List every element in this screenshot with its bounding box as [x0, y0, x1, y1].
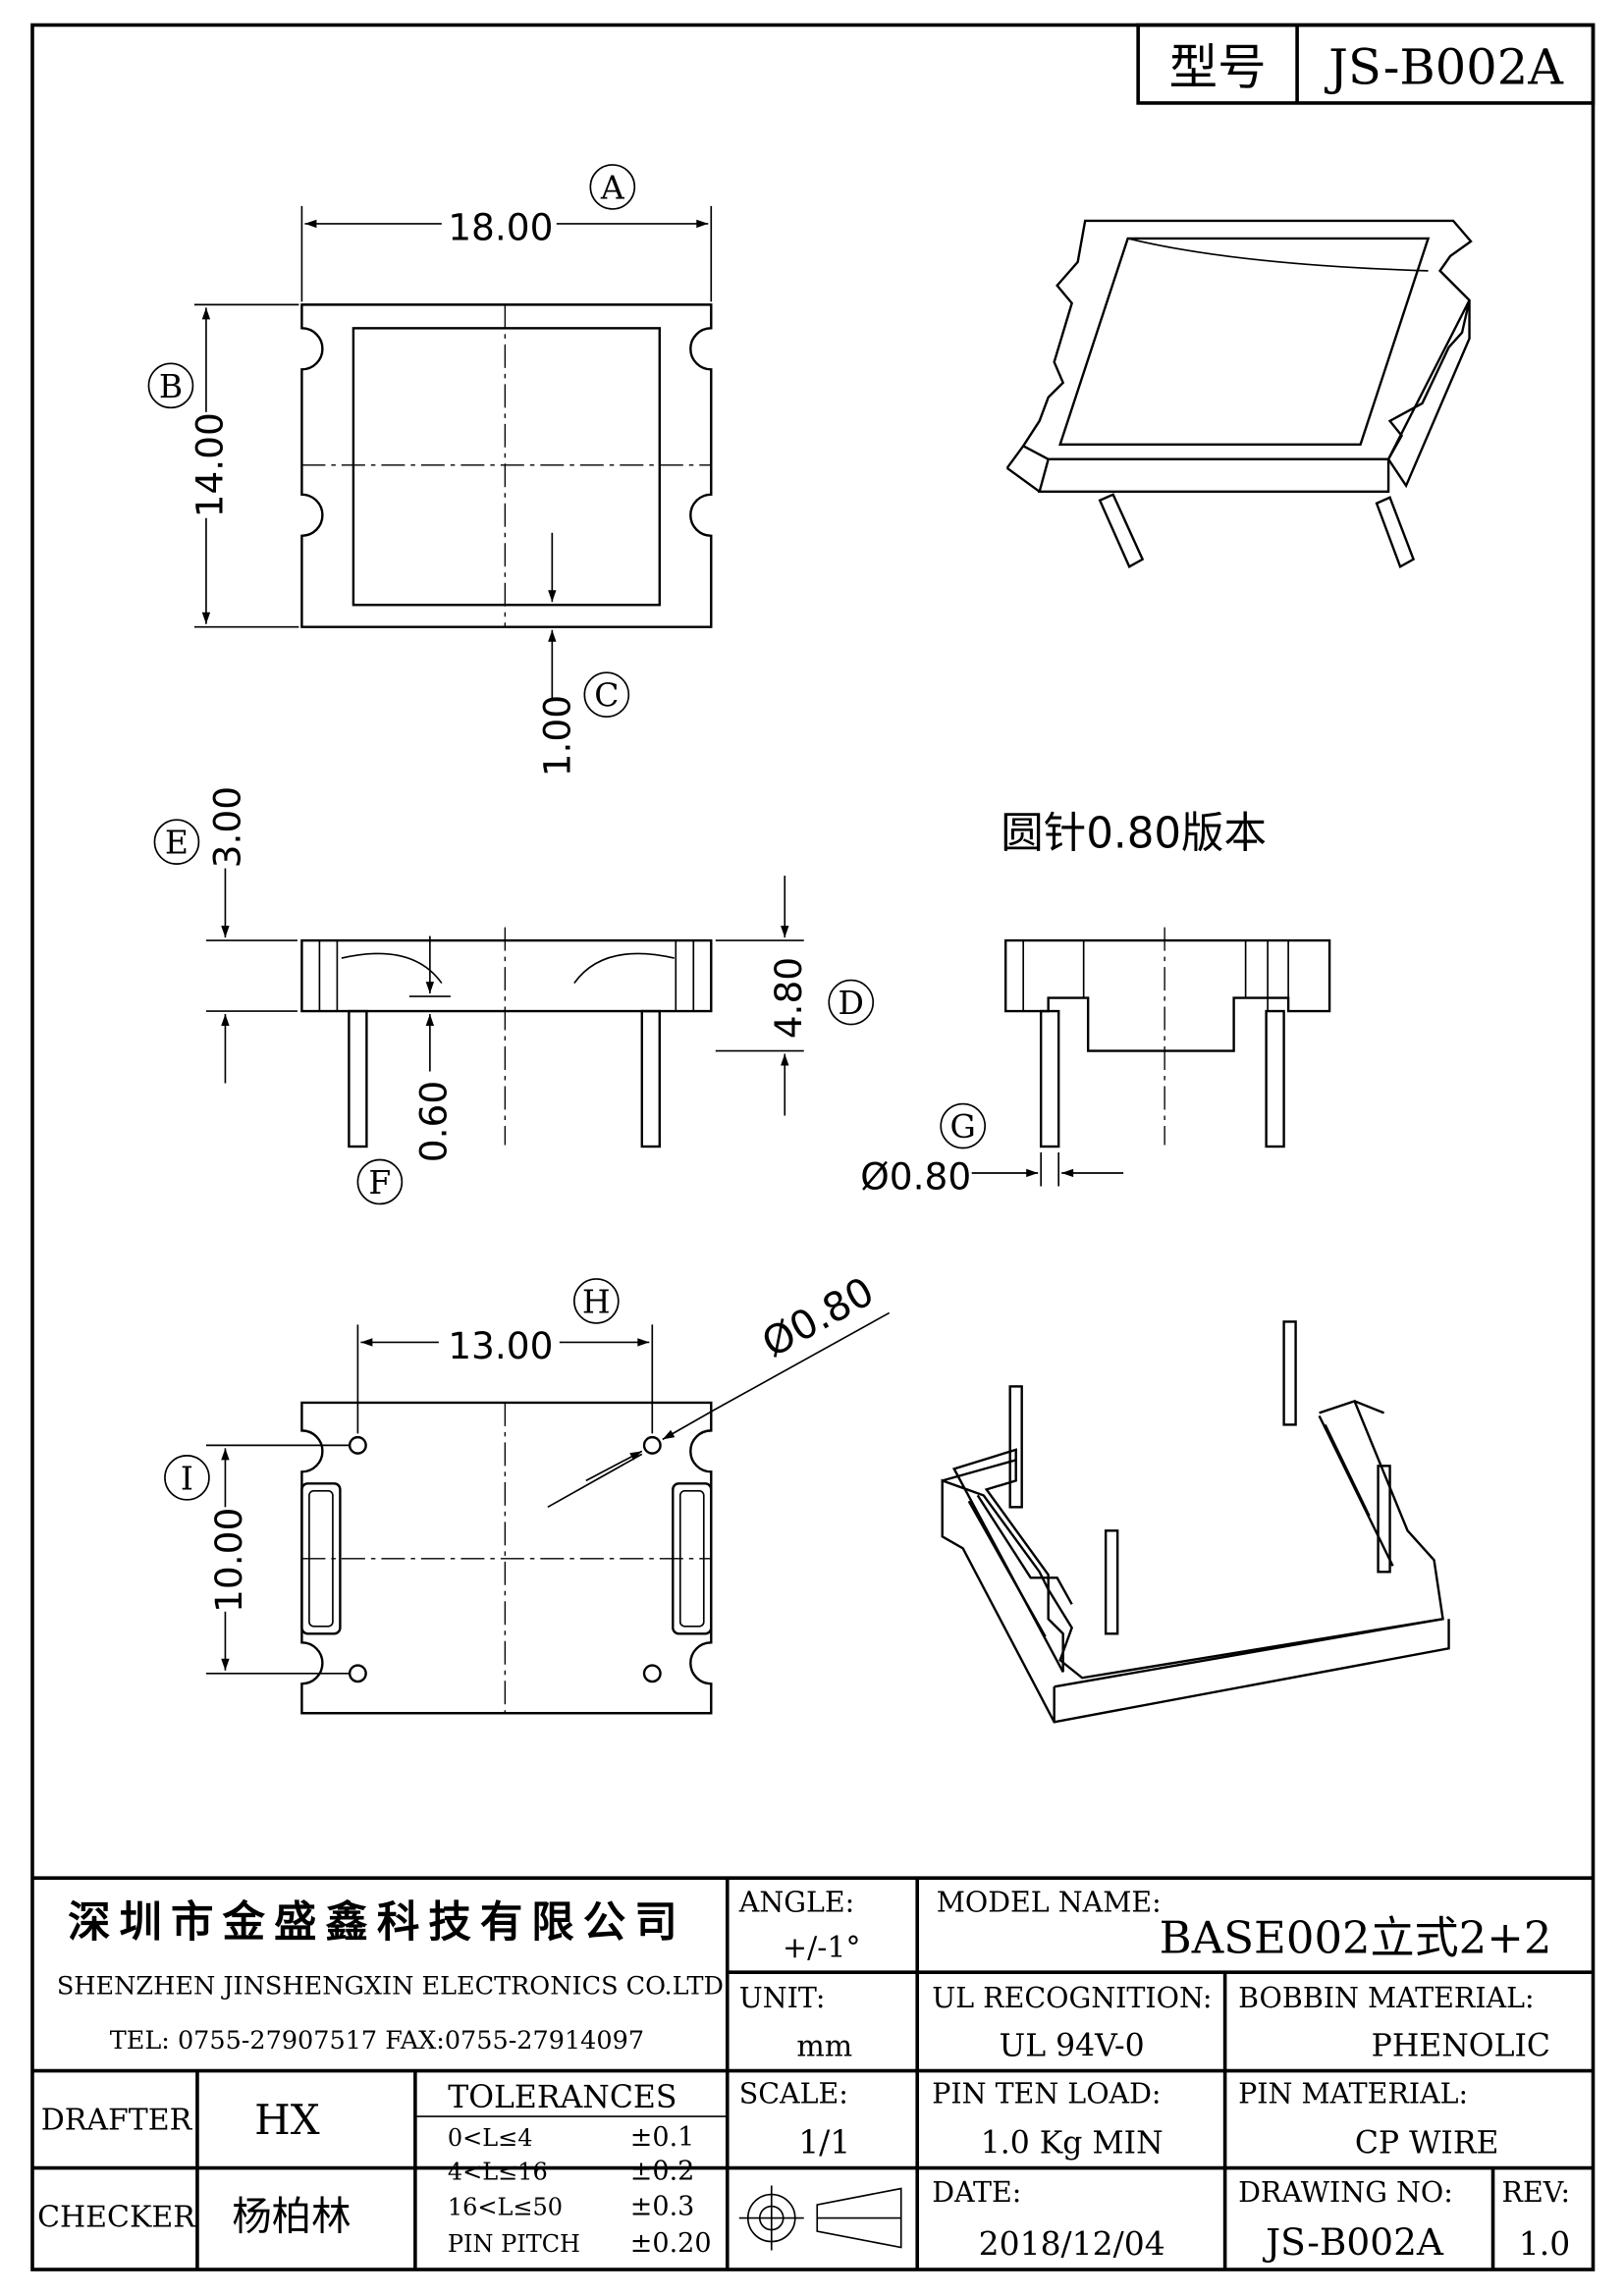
- side-view: Ø0.80 G: [860, 927, 1331, 1198]
- tolerance-range-2: 4<L≤16: [448, 2159, 548, 2186]
- dimension-b-tag: B: [147, 362, 194, 409]
- dimension-h-value: 13.00: [448, 1324, 553, 1367]
- bobbin-material-label: BOBBIN MATERIAL:: [1238, 1982, 1535, 2014]
- bottom-view: 13.00 H 10.00 I Ø0.80: [164, 1267, 891, 1715]
- rev-value: 1.0: [1519, 2224, 1570, 2263]
- unit-value: mm: [796, 2030, 852, 2064]
- tolerance-range-1: 0<L≤4: [448, 2124, 533, 2152]
- drafter-label: DRAFTER: [41, 2104, 193, 2138]
- tolerance-range-4: PIN PITCH: [448, 2230, 580, 2258]
- ul-recognition-label: UL RECOGNITION:: [932, 1982, 1212, 2014]
- dimension-c-value: 1.00: [535, 695, 578, 776]
- tolerance-value-2: ±0.2: [630, 2157, 695, 2187]
- date-value: 2018/12/04: [979, 2224, 1165, 2263]
- header-model-label: 型号: [1169, 38, 1267, 95]
- drawing-no-label: DRAWING NO:: [1238, 2176, 1453, 2209]
- dimension-e-value: 3.00: [205, 786, 248, 868]
- svg-text:G: G: [950, 1107, 976, 1146]
- title-block: 深圳市金盛鑫科技有限公司 SHENZHEN JINSHENGXIN ELECTR…: [31, 1876, 1594, 2270]
- unit-label: UNIT:: [739, 1982, 826, 2014]
- tolerance-value-4: ±0.20: [630, 2228, 712, 2259]
- projection-symbol-icon: [738, 2185, 902, 2251]
- tolerance-value-1: ±0.1: [630, 2122, 695, 2153]
- svg-text:C: C: [594, 676, 619, 715]
- dimension-f-tag: F: [356, 1158, 404, 1205]
- dimension-f-value: 0.60: [411, 1081, 455, 1162]
- dimension-a-tag: A: [589, 164, 636, 210]
- svg-text:I: I: [181, 1459, 193, 1497]
- checker-label: CHECKER: [37, 2201, 196, 2235]
- svg-text:A: A: [600, 168, 625, 206]
- drafter-value: HX: [254, 2096, 320, 2144]
- dimension-b-value: 14.00: [188, 412, 231, 517]
- dimension-c-tag: C: [583, 671, 630, 719]
- header-model-box: 型号 JS-B002A: [1136, 23, 1596, 105]
- dimension-d-tag: D: [828, 979, 875, 1026]
- dimension-a-value: 18.00: [448, 205, 553, 248]
- pin-material-value: CP WIRE: [1355, 2126, 1499, 2162]
- svg-text:E: E: [165, 824, 189, 862]
- angle-value: +/-1°: [783, 1931, 860, 1965]
- date-label: DATE:: [932, 2176, 1021, 2209]
- svg-text:B: B: [159, 367, 183, 405]
- checker-value: 杨柏林: [232, 2193, 351, 2240]
- svg-text:D: D: [839, 984, 864, 1022]
- header-model-value: JS-B002A: [1324, 38, 1564, 95]
- company-name-en: SHENZHEN JINSHENGXIN ELECTRONICS CO.LTD: [57, 1972, 724, 2002]
- scale-value: 1/1: [798, 2123, 850, 2162]
- company-name-cn: 深圳市金盛鑫科技有限公司: [68, 1898, 686, 1948]
- svg-text:F: F: [368, 1163, 391, 1201]
- dimension-g-tag: G: [940, 1102, 987, 1149]
- angle-label: ANGLE:: [738, 1887, 855, 1919]
- sheet-frame: [30, 23, 1596, 2271]
- scale-label: SCALE:: [739, 2078, 848, 2110]
- dimension-h-tag: H: [572, 1278, 620, 1324]
- front-view: 3.00 E 4.80 D 0.60 F: [153, 786, 875, 1205]
- pin-ten-load-label: PIN TEN LOAD:: [932, 2078, 1161, 2110]
- pin-material-label: PIN MATERIAL:: [1238, 2078, 1468, 2110]
- tolerance-value-3: ±0.3: [630, 2192, 695, 2222]
- dimension-i-value: 10.00: [207, 1508, 250, 1613]
- dimension-d-value: 4.80: [767, 957, 810, 1039]
- version-note: 圆针0.80版本: [1001, 810, 1267, 859]
- model-name-value: BASE002立式2+2: [1160, 1912, 1552, 1964]
- tolerances-title: TOLERANCES: [448, 2080, 677, 2115]
- tolerance-range-3: 16<L≤50: [448, 2194, 563, 2221]
- pin-ten-load-value: 1.0 Kg MIN: [981, 2126, 1164, 2162]
- company-contact: TEL: 0755-27907517 FAX:0755-27914097: [110, 2026, 644, 2056]
- rev-label: REV:: [1502, 2176, 1571, 2209]
- dimension-i-tag: I: [164, 1455, 210, 1501]
- svg-text:H: H: [582, 1282, 611, 1320]
- model-name-label: MODEL NAME:: [937, 1887, 1162, 1919]
- iso-bottom-view: [941, 1320, 1450, 1724]
- ul-recognition-value: UL 94V-0: [1000, 2029, 1145, 2064]
- iso-top-view: [1005, 219, 1473, 568]
- bobbin-material-value: PHENOLIC: [1372, 2029, 1550, 2064]
- drawing-no-value: JS-B002A: [1262, 2220, 1444, 2264]
- top-view: 18.00 A 14.00 B 1.00 C: [147, 164, 713, 776]
- dimension-e-tag: E: [153, 819, 200, 865]
- dimension-g-value: Ø0.80: [860, 1154, 971, 1198]
